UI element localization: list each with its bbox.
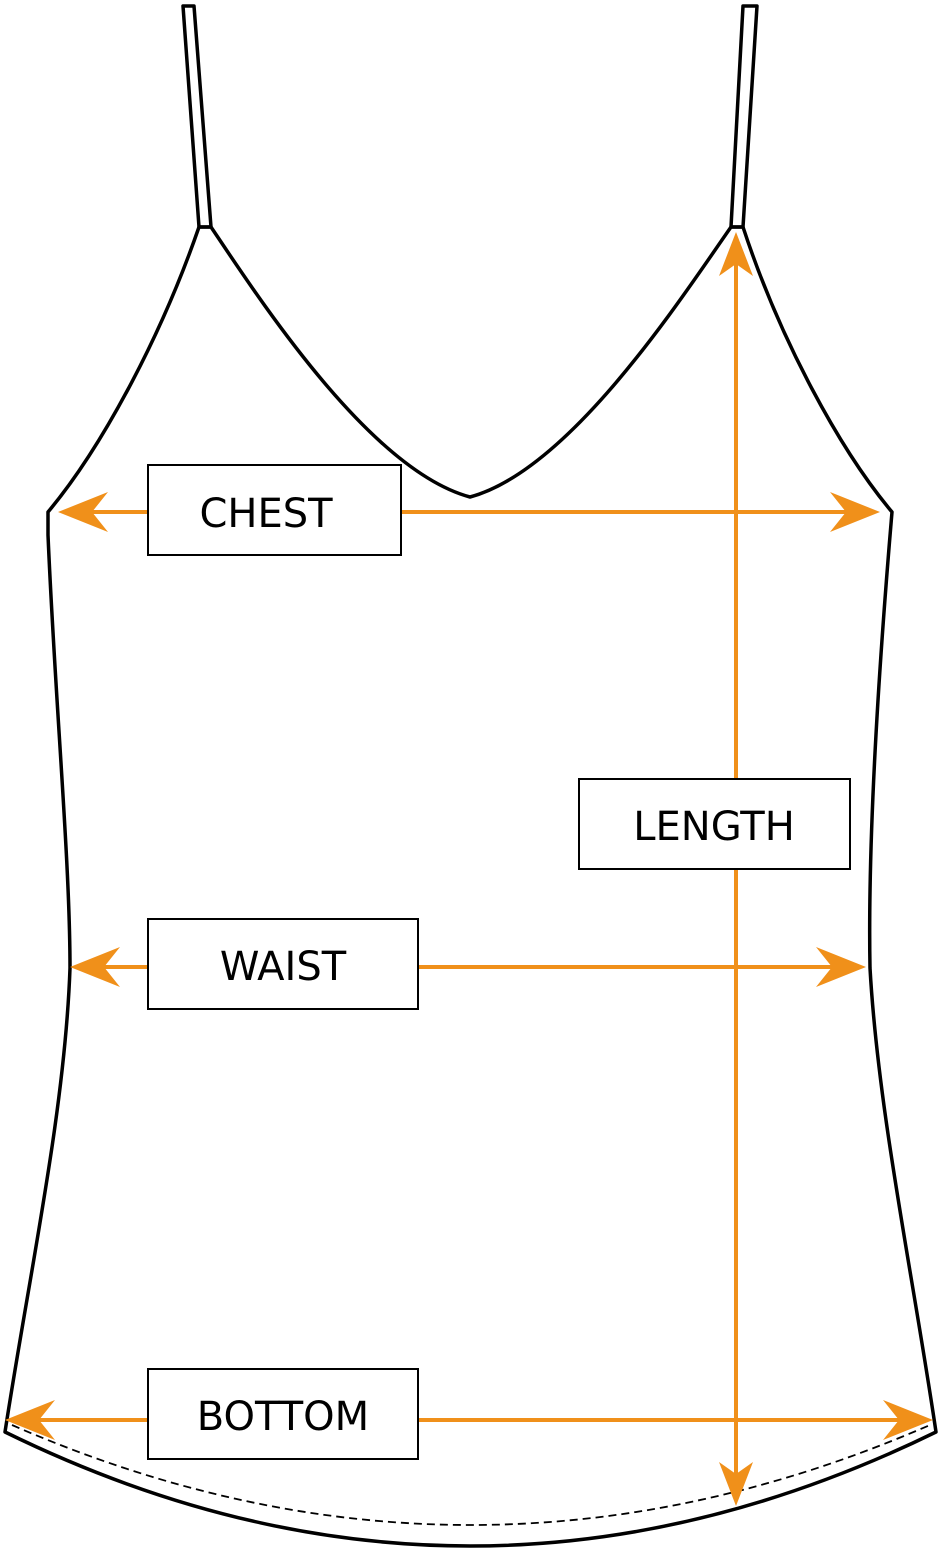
chest-label: CHEST — [147, 464, 402, 556]
camisole-outline — [3, 4, 938, 1548]
bottom-arrow-head-right — [883, 1400, 933, 1440]
left-strap — [181, 4, 213, 229]
bottom-label-box — [147, 1368, 419, 1460]
length-label-text: LENGTH — [633, 804, 795, 850]
waist-arrow-head-left — [70, 947, 120, 987]
length-arrow-head-top — [719, 232, 753, 276]
camisole-body — [3, 225, 938, 1548]
hem-stitch-line — [11, 1424, 931, 1526]
right-strap — [729, 4, 759, 229]
waist-label: WAIST — [147, 918, 419, 1010]
bottom-arrow-head-left — [5, 1400, 55, 1440]
length-arrow-head-bottom — [719, 1462, 753, 1506]
waist-label-box — [147, 918, 419, 1010]
bottom-label: BOTTOM — [147, 1368, 419, 1460]
waist-arrow-head-right — [816, 947, 866, 987]
chest-label-text: CHEST — [199, 491, 333, 537]
chest-arrow-head-left — [58, 492, 108, 532]
length-label: LENGTH — [578, 778, 851, 870]
waist-label-text: WAIST — [220, 944, 347, 990]
bottom-label-text: BOTTOM — [197, 1394, 369, 1440]
length-label-box — [578, 778, 851, 870]
chest-arrow-head-right — [830, 492, 880, 532]
chest-label-box — [147, 464, 402, 556]
